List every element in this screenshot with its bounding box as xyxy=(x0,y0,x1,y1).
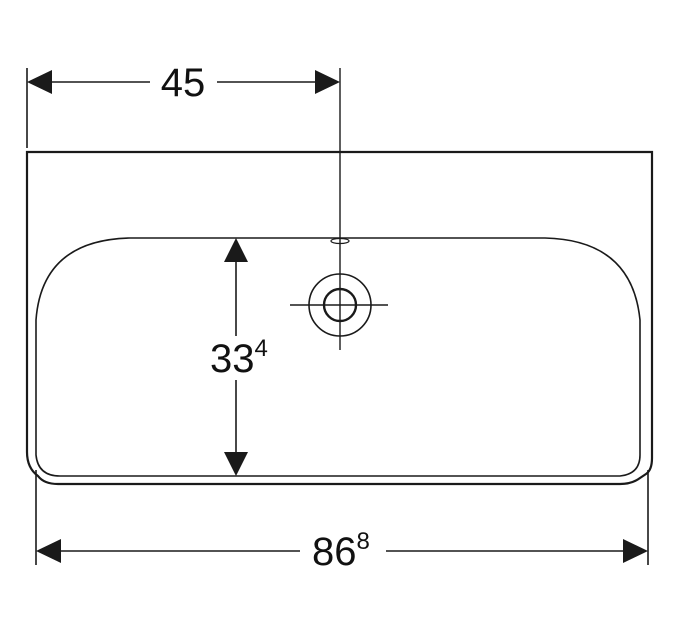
dimension-total-width: 868 xyxy=(35,470,649,574)
tap-hole xyxy=(290,273,388,350)
arrowhead-left xyxy=(36,539,61,563)
dimension-label-bowl-depth: 334 xyxy=(210,335,268,381)
arrowhead-right xyxy=(315,70,340,94)
arrowhead-down xyxy=(224,452,248,476)
dimension-label-total-width: 868 xyxy=(312,528,370,574)
dimension-label-top-width: 45 xyxy=(161,61,206,105)
dimension-bowl-depth: 334 xyxy=(210,238,268,476)
overflow-mark xyxy=(330,237,350,245)
arrowhead-up xyxy=(224,238,248,262)
arrowhead-right xyxy=(623,539,648,563)
basin-outer-rim xyxy=(25,150,654,486)
arrowhead-left xyxy=(27,70,52,94)
basin-outline xyxy=(25,150,654,486)
basin-inner-bowl xyxy=(35,237,641,477)
dimension-top-width: 45 xyxy=(26,61,341,282)
